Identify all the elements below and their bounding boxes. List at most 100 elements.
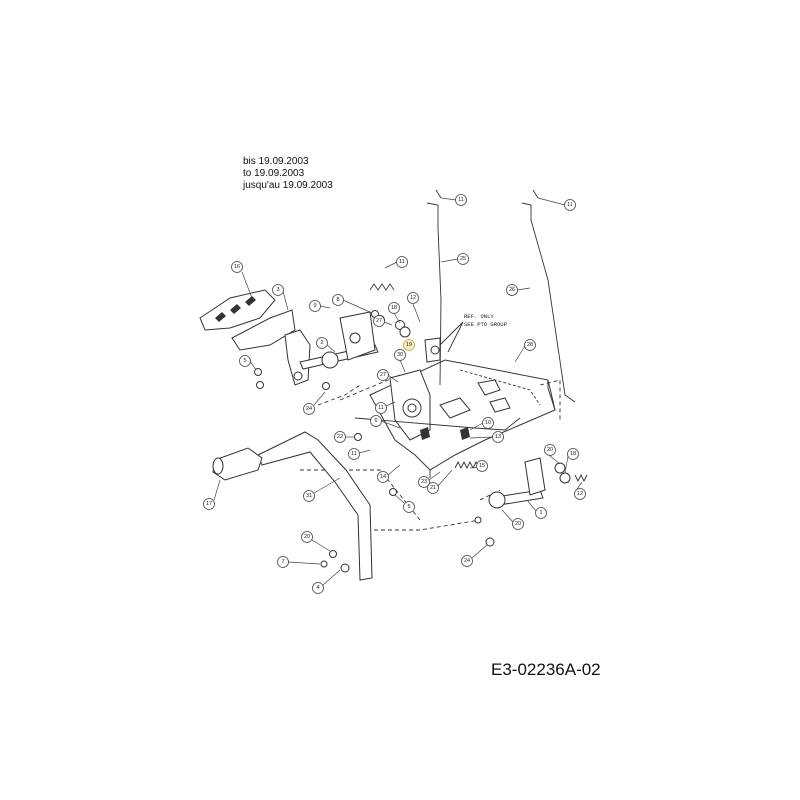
svg-text:12: 12 (410, 295, 416, 301)
callout-27b: 27 (377, 369, 399, 383)
svg-text:17: 17 (206, 501, 212, 507)
svg-text:25: 25 (460, 256, 466, 262)
svg-text:19: 19 (406, 342, 412, 348)
ref-note-line2: SEE PTO GROUP (464, 321, 507, 328)
svg-text:27: 27 (380, 372, 386, 378)
callout-11e: 11 (348, 448, 371, 460)
svg-text:24: 24 (306, 406, 312, 412)
callout-2: 2 (316, 337, 336, 353)
callout-20a: 20 (544, 444, 561, 465)
svg-text:20: 20 (547, 447, 553, 453)
svg-text:2: 2 (320, 340, 323, 346)
rod-25 (426, 189, 442, 386)
callout-28: 28 (514, 339, 536, 363)
pedal-bracket-3 (231, 309, 311, 386)
svg-text:21: 21 (430, 485, 436, 491)
date-note-en: to 19.09.2003 (243, 168, 305, 179)
callout-24b: 24 (461, 544, 488, 567)
svg-text:11: 11 (351, 451, 357, 457)
svg-text:13: 13 (495, 434, 501, 440)
svg-text:16: 16 (234, 264, 240, 270)
svg-text:28: 28 (527, 342, 533, 348)
callout-18b: 18 (564, 448, 579, 474)
callout-27a: 27 (373, 315, 393, 327)
callout-31: 31 (303, 477, 341, 502)
shaft-2 (299, 311, 379, 370)
callout-5: 5 (239, 355, 257, 371)
svg-text:1: 1 (539, 510, 542, 516)
callout-18a: 18 (388, 302, 401, 324)
callout-6: 6 (370, 415, 401, 429)
link-rod-21 (354, 417, 521, 431)
callout-13: 13 (469, 431, 504, 443)
pedal-arm-31 (257, 431, 373, 581)
svg-text:18: 18 (391, 305, 397, 311)
callout-23: 23 (418, 471, 441, 488)
svg-text:11: 11 (378, 405, 384, 411)
callout-8: 8 (332, 294, 373, 314)
callout-12b: 12 (574, 481, 586, 500)
date-note-de: bis 19.09.2003 (243, 156, 309, 167)
svg-text:31: 31 (306, 493, 312, 499)
foot-pad-16 (199, 289, 276, 331)
svg-text:7: 7 (281, 559, 284, 565)
callout-11a: 11 (440, 194, 467, 206)
callout-5b: 5 (394, 494, 415, 513)
callout-11c: 11 (384, 256, 408, 269)
ref-note-line1: REF. ONLY (464, 313, 494, 320)
callout-10: 10 (469, 417, 494, 431)
drawing-code: E3-02236A-02 (491, 660, 601, 679)
callout-11b: 11 (537, 197, 576, 211)
spring-11-upper (369, 283, 395, 291)
svg-text:9: 9 (313, 303, 316, 309)
callout-19: 19 (403, 339, 415, 351)
callout-4: 4 (312, 569, 341, 594)
svg-text:20: 20 (304, 534, 310, 540)
svg-text:27: 27 (376, 318, 382, 324)
svg-text:11: 11 (399, 259, 405, 265)
callout-15: 15 (469, 460, 488, 472)
svg-text:6: 6 (374, 418, 377, 424)
svg-text:20: 20 (515, 521, 521, 527)
callout-21: 21 (427, 469, 453, 494)
callout-14: 14 (377, 464, 401, 483)
svg-text:3: 3 (276, 287, 279, 293)
svg-text:24: 24 (464, 558, 470, 564)
svg-text:18: 18 (570, 451, 576, 457)
svg-text:14: 14 (380, 474, 386, 480)
callout-20c: 20 (301, 531, 331, 552)
callout-24a: 24 (303, 391, 326, 415)
callout-25: 25 (440, 253, 469, 265)
svg-text:5: 5 (407, 504, 410, 510)
svg-text:11: 11 (458, 197, 464, 203)
svg-text:10: 10 (485, 420, 491, 426)
svg-text:8: 8 (336, 297, 339, 303)
callout-22: 22 (334, 431, 354, 443)
rod-26 (521, 189, 576, 403)
callout-11d: 11 (375, 401, 396, 414)
callout-26: 26 (506, 284, 531, 296)
date-note-fr: jusqu'au 19.09.2003 (243, 180, 333, 191)
svg-text:22: 22 (337, 434, 343, 440)
shaft-1 (488, 457, 588, 509)
callout-20b: 20 (501, 509, 524, 530)
svg-text:11: 11 (567, 202, 573, 208)
svg-text:15: 15 (479, 463, 485, 469)
svg-text:26: 26 (509, 287, 515, 293)
callout-17: 17 (203, 479, 221, 510)
pivot-assembly (389, 337, 471, 441)
svg-text:12: 12 (577, 491, 583, 497)
callout-9: 9 (309, 300, 331, 312)
grip-17 (212, 447, 263, 481)
svg-text:4: 4 (316, 585, 319, 591)
callout-30: 30 (394, 349, 406, 373)
callout-12a: 12 (407, 292, 421, 323)
callout-16: 16 (231, 261, 253, 299)
callout-7: 7 (277, 556, 321, 568)
callout-3: 3 (272, 284, 289, 311)
svg-text:23: 23 (421, 479, 427, 485)
svg-text:5: 5 (243, 358, 246, 364)
callout-1: 1 (526, 499, 547, 519)
